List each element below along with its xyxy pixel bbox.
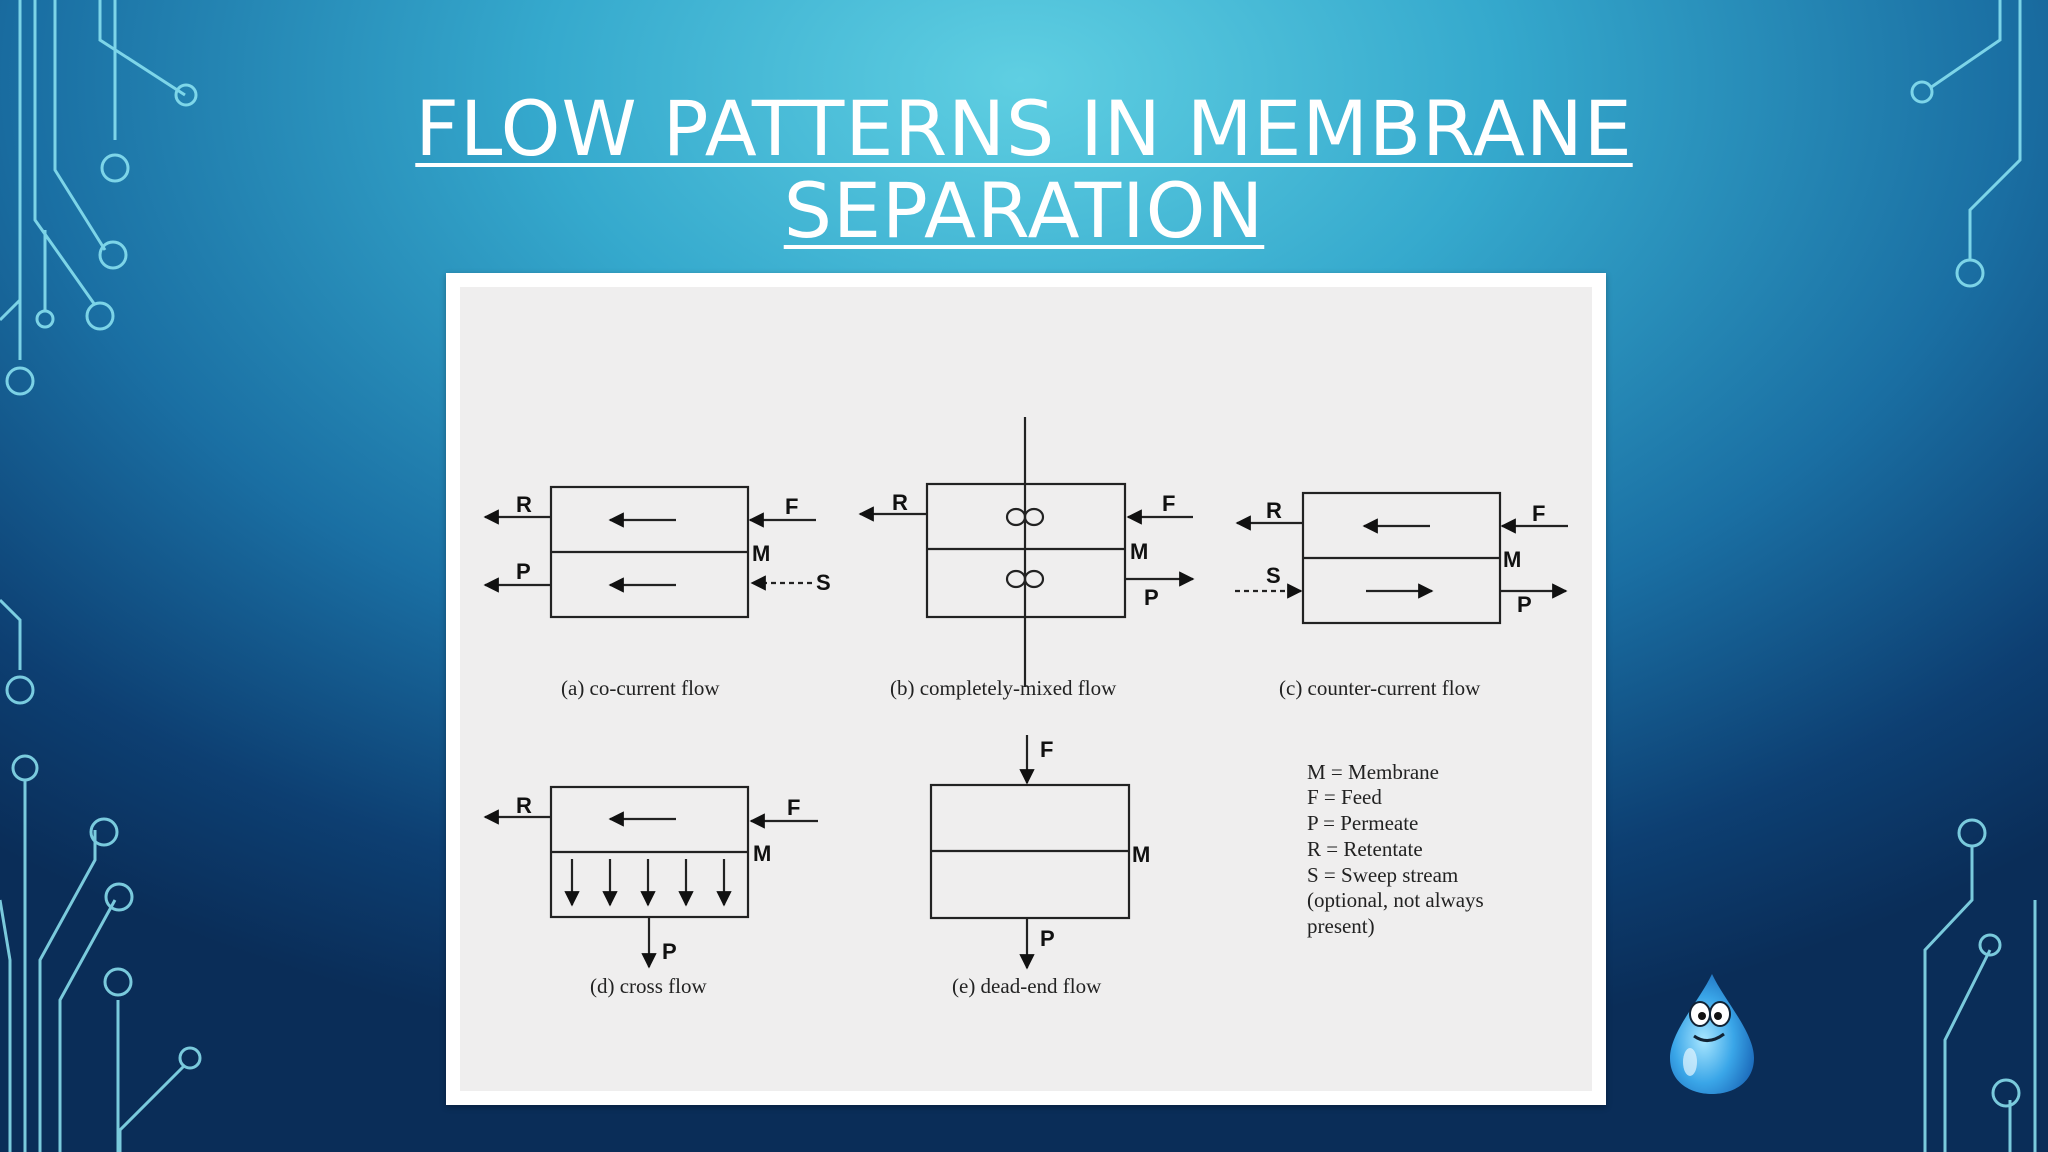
cross-flow-panel: R F M P (d) cross flow xyxy=(483,785,818,998)
slide-title: FLOW PATTERNS IN MEMBRANE SEPARATION xyxy=(280,88,1768,252)
caption-completely-mixed: (b) completely-mixed flow xyxy=(890,676,1117,700)
legend-item: present) xyxy=(1307,914,1375,938)
legend-item: M = Membrane xyxy=(1307,760,1439,784)
feed-label: F xyxy=(1040,737,1053,762)
feed-label: F xyxy=(1162,491,1175,516)
counter-current-flow-panel: R F M S P (c) counter-current flow xyxy=(1235,491,1568,700)
membrane-label: M xyxy=(1132,842,1150,867)
sweep-label: S xyxy=(816,570,831,595)
membrane-label: M xyxy=(1130,539,1148,564)
permeate-label: P xyxy=(1040,926,1055,951)
feed-label: F xyxy=(785,494,798,519)
caption-cross-flow: (d) cross flow xyxy=(590,974,707,998)
legend-item: (optional, not always xyxy=(1307,888,1484,912)
flow-patterns-diagram: R P F M S (a) co-current flow xyxy=(483,417,1568,998)
legend: M = Membrane F = Feed P = Permeate R = R… xyxy=(1307,760,1484,938)
permeate-label: P xyxy=(662,939,677,964)
membrane-label: M xyxy=(753,841,771,866)
feed-label: F xyxy=(787,795,800,820)
legend-item: S = Sweep stream xyxy=(1307,863,1458,887)
membrane-label: M xyxy=(1503,547,1521,572)
title-line-2: SEPARATION xyxy=(783,166,1265,255)
co-current-flow-panel: R P F M S (a) co-current flow xyxy=(483,485,831,700)
dead-end-flow-panel: F M P (e) dead-end flow xyxy=(929,735,1150,998)
water-drop-mascot-icon xyxy=(1670,974,1754,1094)
membrane-label: M xyxy=(752,541,770,566)
permeate-label: P xyxy=(516,559,531,584)
retentate-label: R xyxy=(892,490,908,515)
completely-mixed-flow-panel: R F M P (b) completely-mixed flow xyxy=(858,417,1195,700)
permeate-label: P xyxy=(1144,585,1159,610)
retentate-label: R xyxy=(516,793,532,818)
sweep-label: S xyxy=(1266,563,1281,588)
title-line-1: FLOW PATTERNS IN MEMBRANE xyxy=(415,84,1633,173)
caption-dead-end: (e) dead-end flow xyxy=(952,974,1102,998)
retentate-label: R xyxy=(1266,498,1282,523)
legend-item: R = Retentate xyxy=(1307,837,1423,861)
retentate-label: R xyxy=(516,492,532,517)
permeate-label: P xyxy=(1517,592,1532,617)
legend-item: F = Feed xyxy=(1307,785,1382,809)
feed-label: F xyxy=(1532,501,1545,526)
diagram-figure: R P F M S (a) co-current flow xyxy=(446,273,1606,1105)
caption-counter-current: (c) counter-current flow xyxy=(1279,676,1481,700)
caption-co-current: (a) co-current flow xyxy=(561,676,720,700)
legend-item: P = Permeate xyxy=(1307,811,1418,835)
